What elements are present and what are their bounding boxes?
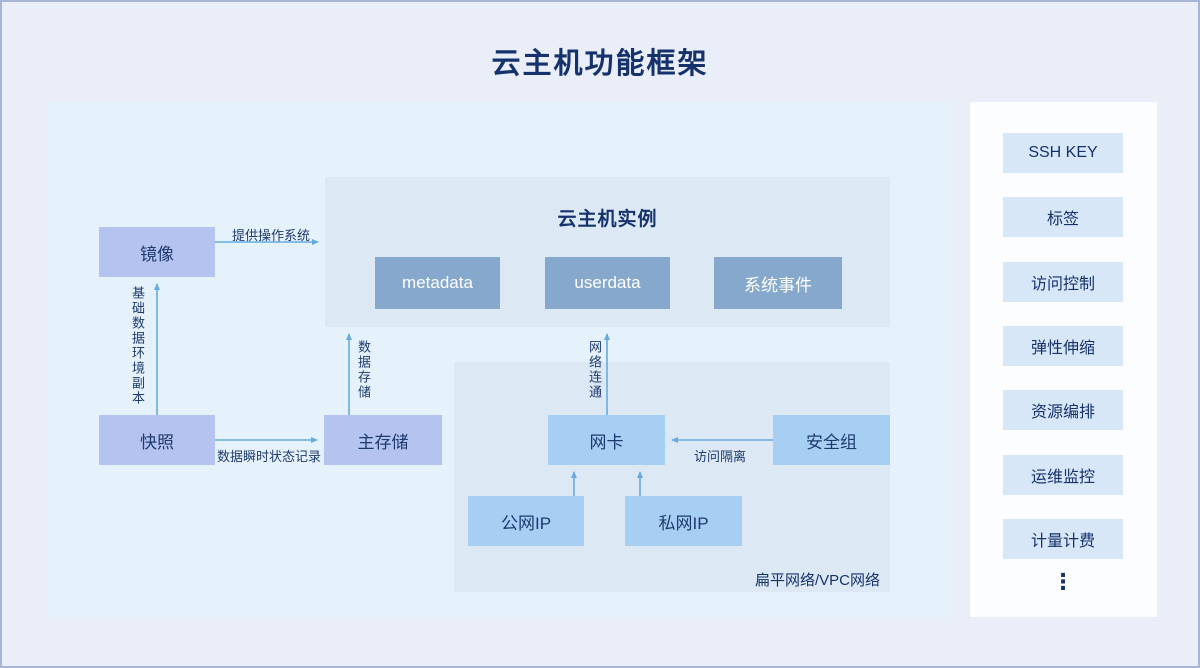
sidebar-item-resource-orchestration: 资源编排: [1003, 390, 1123, 430]
node-image: 镜像: [99, 227, 215, 277]
page-title: 云主机功能框架: [491, 48, 709, 80]
sidebar-item-ops-monitoring: 运维监控: [1003, 455, 1123, 495]
edge-label-base-data-copy: 基础数据环境副本: [130, 286, 145, 406]
edge-label-access-isolation: 访问隔离: [693, 449, 746, 464]
node-system-events: 系统事件: [714, 257, 842, 309]
edge-label-data-storage: 数据存储: [356, 340, 371, 400]
network-panel: [454, 362, 890, 592]
sidebar-item-metering-billing: 计量计费: [1003, 519, 1123, 559]
sidebar-item-access-control: 访问控制: [1003, 262, 1123, 302]
node-nic: 网卡: [548, 415, 665, 465]
node-main-storage: 主存储: [324, 415, 442, 465]
sidebar-item-auto-scaling: 弹性伸缩: [1003, 326, 1123, 366]
edge-label-snapshot-record: 数据瞬时状态记录: [216, 449, 321, 464]
node-public-ip: 公网IP: [468, 496, 584, 546]
node-private-ip: 私网IP: [625, 496, 742, 546]
edge-label-provide-os: 提供操作系统: [231, 228, 310, 243]
instance-panel-title: 云主机实例: [557, 209, 658, 230]
network-panel-label: 扁平网络/VPC网络: [754, 572, 880, 589]
node-userdata: userdata: [545, 257, 670, 309]
edge-label-network-connectivity: 网络连通: [587, 340, 602, 400]
node-snapshot: 快照: [99, 415, 215, 465]
sidebar-item-tags: 标签: [1003, 197, 1123, 237]
more-ellipsis: ⋮: [1052, 569, 1074, 594]
node-metadata: metadata: [375, 257, 500, 309]
sidebar-item-ssh-key: SSH KEY: [1003, 133, 1123, 173]
node-security-group: 安全组: [773, 415, 890, 465]
